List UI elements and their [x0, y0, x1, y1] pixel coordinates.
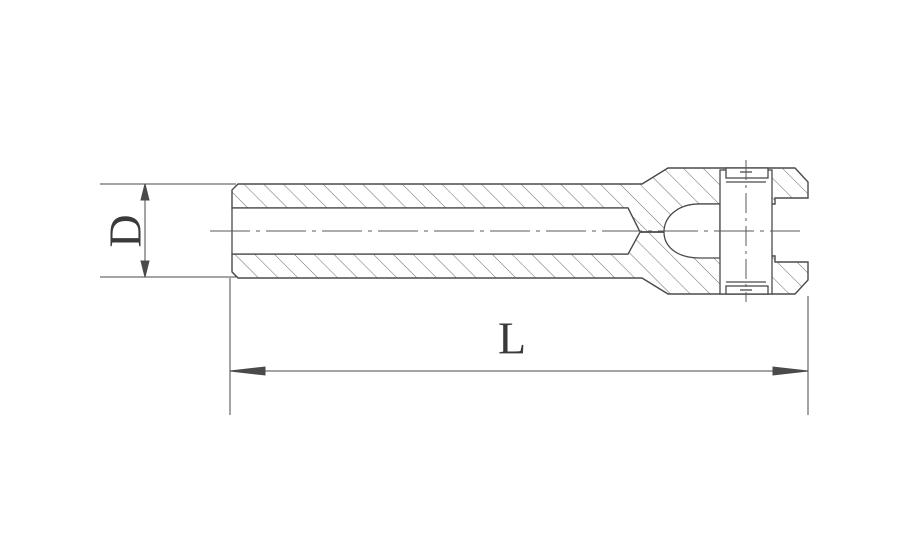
dimension-L: [229, 278, 809, 415]
dimension-label-d: D: [100, 214, 151, 247]
dimension-label-l: L: [498, 313, 526, 364]
dimension-D: [100, 183, 236, 278]
